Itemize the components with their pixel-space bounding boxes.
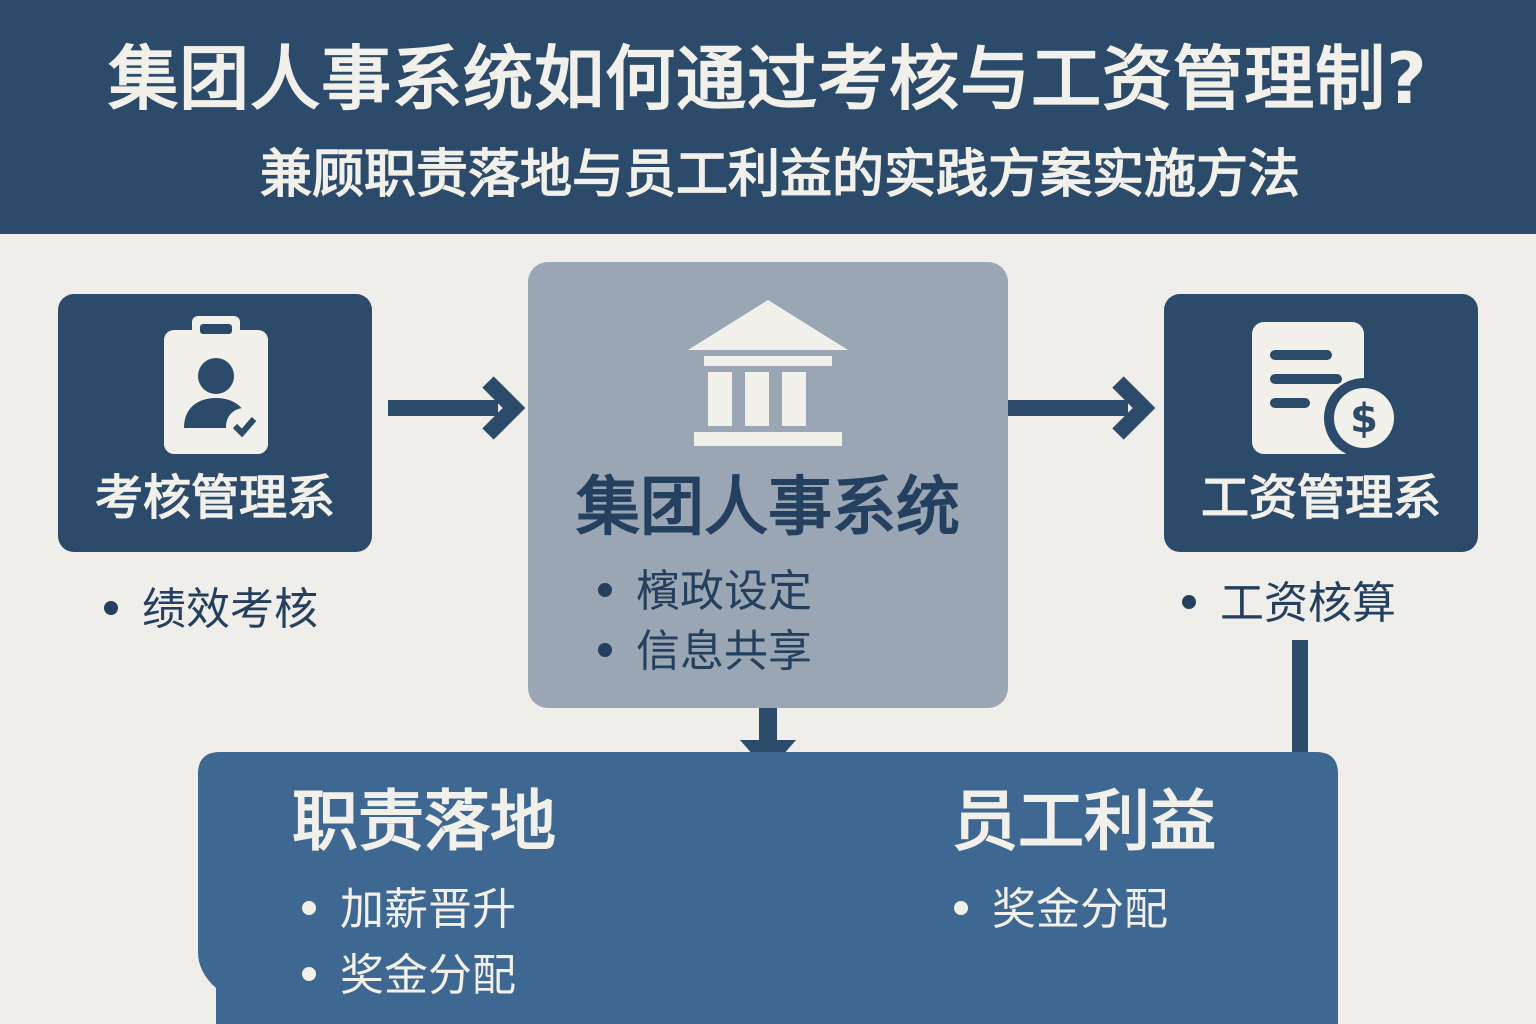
outcome-panel: 职责落地 加薪晋升 奖金分配 员工利益 奖金分配 [198, 752, 1338, 1024]
hr-bullet-text: 信息共享 [636, 626, 812, 677]
duty-bullet-item: 加薪晋升 [302, 882, 516, 938]
bullet-dot [1182, 595, 1196, 609]
bullet-dot [954, 901, 968, 915]
header-banner: 集团人事系统如何通过考核与工资管理制? 兼顾职责落地与员工利益的实践方案实施方法 [0, 0, 1536, 234]
bullet-dot [302, 967, 316, 981]
appraisal-system-box: 考核管理系 [58, 294, 372, 552]
duty-bullet-text: 加薪晋升 [340, 884, 516, 935]
bullet-dot [598, 643, 612, 657]
appraisal-bullet-text: 绩效考核 [142, 584, 318, 635]
employee-clipboard-icon [160, 316, 272, 462]
payroll-bullet-text: 工资核算 [1220, 578, 1396, 629]
duty-bullet-text: 奖金分配 [340, 950, 516, 1001]
benefit-heading: 员工利益 [952, 783, 1216, 860]
payroll-system-label: 工资管理系 [1200, 470, 1441, 526]
hr-bullet-item: 檳政设定 [598, 564, 812, 620]
payroll-document-dollar-icon: $ [1252, 322, 1404, 462]
appraisal-bullet-item: 绩效考核 [104, 582, 318, 638]
outcome-panel-shape [198, 752, 1338, 1024]
page-title: 集团人事系统如何通过考核与工资管理制? [108, 38, 1428, 120]
bullet-dot [104, 601, 118, 615]
hr-bullet-text: 檳政设定 [636, 566, 812, 617]
svg-text:$: $ [1350, 396, 1378, 442]
hr-bullet-item: 信息共享 [598, 624, 812, 680]
bullet-dot [302, 901, 316, 915]
arrow-left-to-center [388, 376, 526, 440]
hr-system-title: 集团人事系统 [576, 471, 960, 545]
payroll-system-box: $ 工资管理系 [1164, 294, 1478, 552]
institution-building-icon [688, 300, 848, 454]
duty-bullet-item: 奖金分配 [302, 948, 516, 1004]
hr-system-box: 集团人事系统 檳政设定 信息共享 [528, 262, 1008, 708]
benefit-bullet-text: 奖金分配 [992, 884, 1168, 935]
benefit-bullet-item: 奖金分配 [954, 882, 1168, 938]
bullet-dot [598, 583, 612, 597]
payroll-bullet-item: 工资核算 [1182, 576, 1396, 632]
arrow-center-to-right [1008, 376, 1156, 440]
page-subtitle: 兼顾职责落地与员工利益的实践方案实施方法 [259, 145, 1300, 205]
duty-heading: 职责落地 [292, 783, 556, 860]
appraisal-system-label: 考核管理系 [94, 470, 335, 526]
